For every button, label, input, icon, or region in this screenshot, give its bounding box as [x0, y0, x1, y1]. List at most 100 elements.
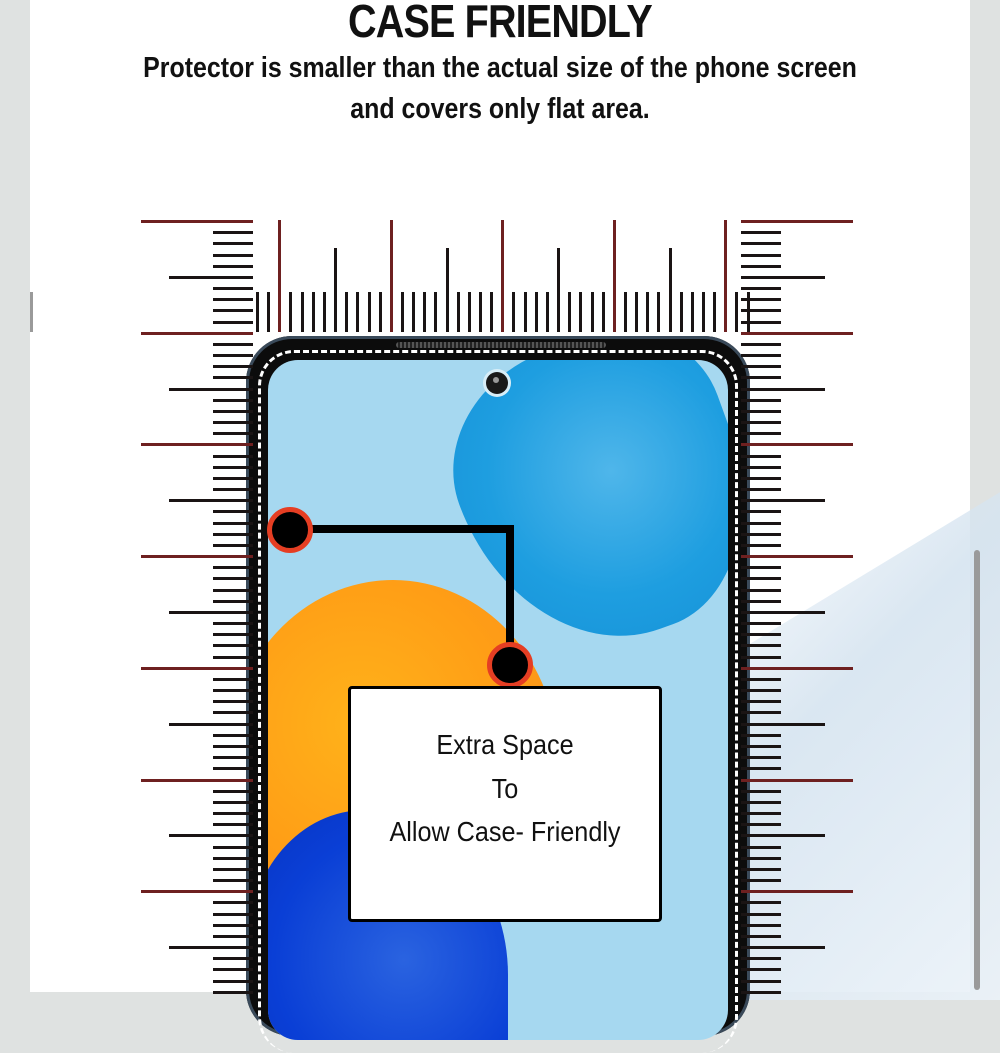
- ruler-tick: [213, 409, 253, 413]
- ruler-tick: [741, 923, 781, 927]
- ruler-tick: [741, 488, 781, 492]
- ruler-tick: [213, 476, 253, 480]
- ruler-tick: [741, 566, 781, 570]
- ruler-tick: [169, 387, 253, 391]
- ruler-tick: [213, 756, 253, 760]
- subtitle-line-2: and covers only flat area.: [350, 93, 650, 125]
- ruler-tick: [557, 248, 561, 332]
- ruler-tick: [169, 722, 253, 726]
- ruler-tick: [141, 555, 253, 559]
- ruler-tick: [213, 812, 253, 815]
- ruler-tick: [213, 488, 253, 492]
- ruler-tick: [741, 890, 853, 894]
- ruler-tick: [741, 733, 781, 737]
- ruler-tick: [741, 287, 781, 291]
- ruler-tick: [213, 354, 253, 358]
- ruler-tick: [213, 644, 253, 648]
- ruler-tick: [612, 220, 616, 332]
- ruler-tick: [741, 711, 781, 715]
- ruler-tick: [278, 220, 282, 332]
- protector-outline-dashed: [258, 350, 738, 1053]
- ruler-tick: [534, 292, 538, 332]
- ruler-tick: [741, 275, 825, 279]
- ruler-tick: [213, 320, 253, 324]
- ruler-tick: [267, 292, 271, 332]
- ruler-tick: [322, 292, 326, 332]
- ruler-tick: [741, 577, 781, 581]
- ruler-tick: [741, 242, 781, 246]
- ruler-tick: [169, 275, 253, 279]
- ruler-tick: [741, 800, 781, 804]
- ruler-tick: [412, 292, 416, 332]
- ruler-tick: [741, 901, 781, 905]
- ruler-tick: [741, 655, 781, 659]
- page-title: CASE FRIENDLY: [348, 0, 653, 47]
- ruler-tick: [213, 421, 253, 425]
- ruler-tick: [423, 292, 427, 332]
- ruler-tick: [579, 292, 583, 332]
- ruler-tick: [741, 354, 781, 358]
- ruler-tick: [735, 292, 739, 332]
- ruler-tick: [141, 778, 253, 782]
- ruler-tick: [367, 292, 371, 332]
- ruler-tick: [741, 264, 781, 268]
- ruler-tick: [741, 990, 781, 994]
- ruler-tick: [741, 555, 853, 559]
- ruler-tick: [213, 990, 253, 994]
- ruler-tick: [213, 655, 253, 659]
- ruler-tick: [741, 465, 781, 469]
- ruler-tick: [141, 890, 253, 894]
- ruler-tick: [623, 292, 627, 332]
- ruler-tick: [213, 823, 253, 827]
- ruler-tick: [213, 287, 253, 291]
- ruler-tick: [741, 376, 781, 380]
- ruler-tick: [668, 248, 672, 332]
- ruler-tick: [213, 588, 253, 592]
- ruler-tick: [741, 912, 781, 916]
- ruler-tick: [741, 722, 825, 726]
- ruler-tick: [434, 292, 438, 332]
- ruler-tick: [213, 365, 253, 369]
- ruler-tick: [741, 331, 853, 335]
- ruler-tick: [741, 934, 781, 938]
- ruler-tick: [741, 867, 781, 871]
- ruler-tick: [213, 398, 253, 402]
- ruler-tick: [646, 292, 650, 332]
- ruler-tick: [213, 689, 253, 693]
- ruler-tick: [479, 292, 482, 332]
- ruler-tick: [141, 331, 253, 335]
- ruler-tick: [702, 292, 705, 332]
- ruler-tick: [501, 220, 505, 332]
- ruler-tick: [213, 923, 253, 927]
- ruler-tick: [213, 744, 253, 748]
- ruler-tick: [679, 292, 683, 332]
- ruler-tick: [741, 499, 825, 503]
- ruler-tick: [213, 867, 253, 871]
- ruler-tick: [213, 454, 253, 458]
- ruler-tick: [141, 666, 253, 670]
- ruler-tick: [741, 599, 781, 603]
- speaker-grille: [396, 342, 606, 348]
- ruler-tick: [445, 248, 449, 332]
- ruler-tick: [213, 298, 253, 302]
- ruler-tick: [213, 856, 253, 860]
- marker-dot-callout: [487, 642, 533, 688]
- ruler-tick: [741, 845, 781, 849]
- ruler-tick: [213, 968, 253, 972]
- ruler-tick: [213, 800, 253, 804]
- ruler-tick: [741, 365, 781, 369]
- ruler-tick: [741, 823, 781, 827]
- ruler-tick: [213, 264, 253, 268]
- ruler-tick: [741, 879, 781, 883]
- ruler-tick: [741, 644, 781, 648]
- left-edge-handle: [30, 292, 33, 332]
- ruler-tick: [741, 432, 781, 436]
- ruler-tick: [213, 432, 253, 436]
- ruler-tick: [741, 421, 781, 425]
- ruler-tick: [741, 521, 781, 525]
- ruler-tick: [741, 342, 781, 346]
- ruler-tick: [741, 610, 825, 614]
- scrollbar[interactable]: [974, 550, 980, 990]
- ruler-tick: [213, 342, 253, 346]
- ruler-tick: [741, 532, 781, 536]
